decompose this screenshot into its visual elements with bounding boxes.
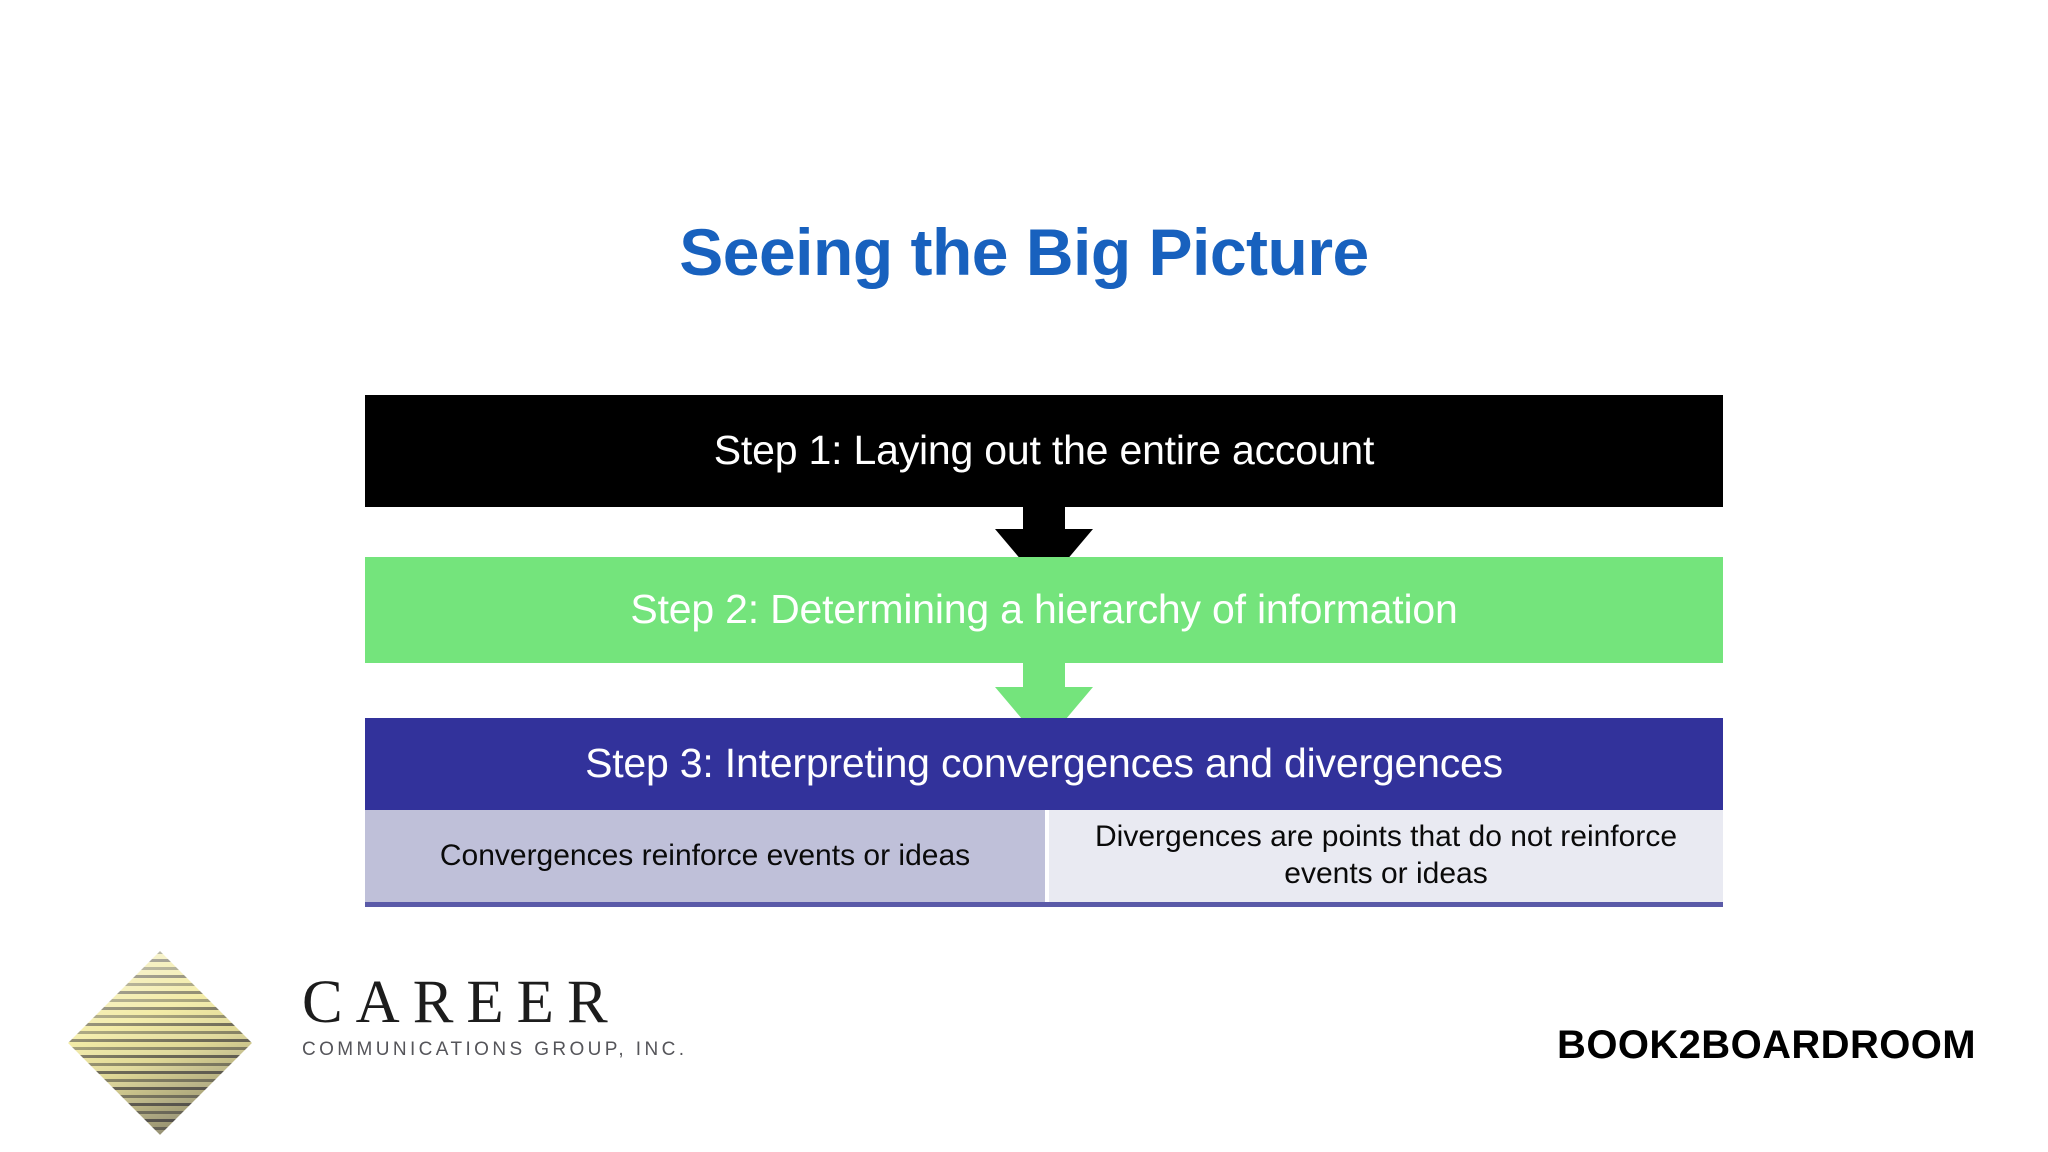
flow-step-2[interactable]: Step 2: Determining a hierarchy of infor… (365, 557, 1723, 663)
flow-step-1[interactable]: Step 1: Laying out the entire account (365, 395, 1723, 507)
process-flow-diagram: Step 1: Laying out the entire account St… (365, 395, 1723, 907)
sub-box-convergences[interactable]: Convergences reinforce events or ideas (365, 810, 1045, 902)
sub-box-convergences-label: Convergences reinforce events or ideas (439, 838, 971, 872)
career-communications-group-logo: CAREER COMMUNICATIONS GROUP, INC. (55, 948, 755, 1135)
step-3-detail-row: Convergences reinforce events or ideas D… (365, 810, 1723, 907)
arrow-shaft (1023, 663, 1065, 690)
sub-box-divergences-label: Divergences are points that do not reinf… (1095, 820, 1677, 890)
brand-book2boardroom: BOOK2BOARDROOM (1557, 1023, 1976, 1067)
diamond-logo-icon (55, 950, 265, 1135)
flow-step-2-label: Step 2: Determining a hierarchy of infor… (630, 586, 1458, 633)
down-arrow-icon (995, 663, 1093, 746)
diamond-shading (68, 950, 252, 1135)
down-arrow-icon (995, 507, 1093, 587)
arrow-shaft (1023, 507, 1065, 531)
logo-company-tagline: COMMUNICATIONS GROUP, INC. (302, 1039, 688, 1060)
connector-step1-step2 (365, 507, 1723, 587)
flow-step-1-label: Step 1: Laying out the entire account (713, 427, 1375, 474)
sub-box-divergences[interactable]: Divergences are points that do not reinf… (1049, 810, 1723, 902)
sub-box-divider (1045, 810, 1049, 902)
page-title: Seeing the Big Picture (679, 215, 1369, 289)
flow-step-3-label: Step 3: Interpreting convergences and di… (585, 740, 1503, 787)
logo-wordmark: CAREER COMMUNICATIONS GROUP, INC. (302, 972, 742, 1059)
connector-step2-step3 (365, 663, 1723, 746)
logo-company-name: CAREER (302, 969, 621, 1036)
flow-step-3[interactable]: Step 3: Interpreting convergences and di… (365, 718, 1723, 810)
